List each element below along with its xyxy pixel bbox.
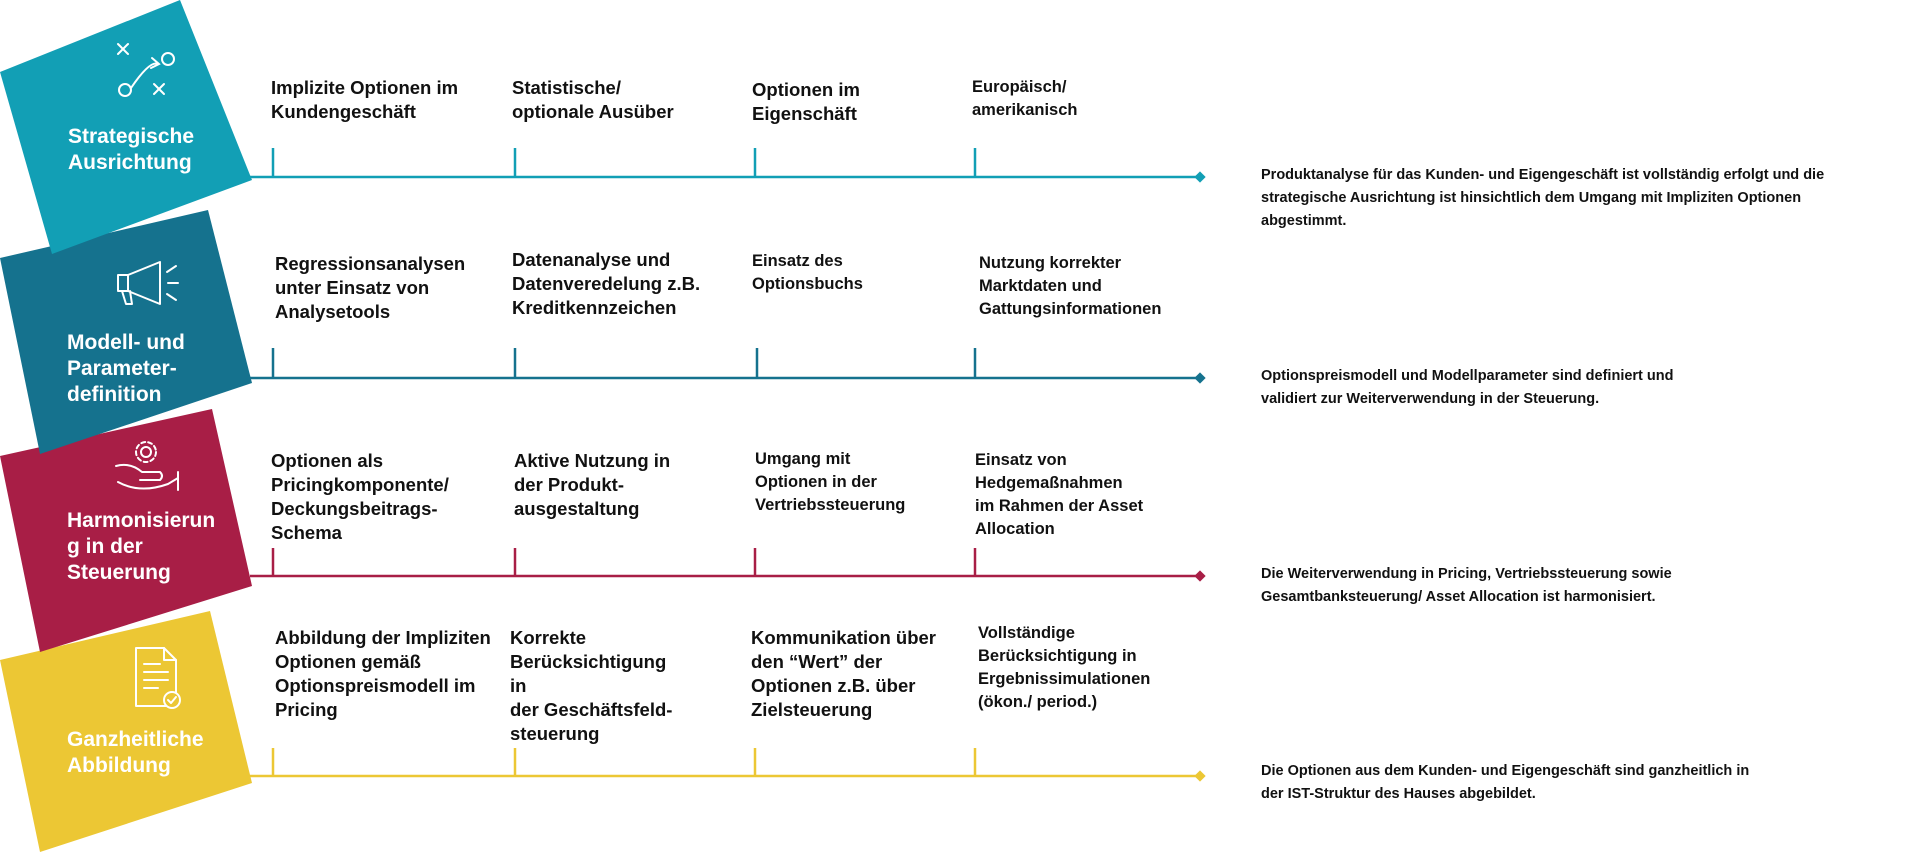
tile-label-ganzheitliche-abbildung: Ganzheitliche Abbildung	[67, 728, 204, 777]
milestone-text: Datenanalyse und Datenveredelung z.B. Kr…	[512, 249, 701, 318]
milestone-text: Korrekte Berücksichtigung in der Geschäf…	[510, 627, 673, 744]
tile-label-strategische-ausrichtung: Strategische Ausrichtung	[68, 125, 195, 174]
timeline-row-2	[250, 348, 1206, 384]
milestone-text: Kommunikation über den “Wert” der Option…	[751, 627, 937, 720]
tile-harmonisierung	[0, 409, 252, 652]
tile-background	[0, 611, 252, 852]
timeline-end-diamond	[1194, 770, 1206, 782]
strategy-play-icon	[117, 43, 175, 97]
milestone-text: Vollständige Berücksichtigung in Ergebni…	[978, 624, 1151, 711]
document-check-icon	[135, 647, 181, 709]
milestone-text: Regressionsanalysen unter Einsatz von An…	[275, 253, 466, 322]
tile-modell-parameter	[0, 210, 252, 454]
timeline-row-4	[250, 748, 1206, 782]
milestone-text: Umgang mit Optionen in der Vertriebssteu…	[755, 450, 906, 514]
tile-ganzheitliche-abbildung	[0, 611, 252, 852]
tile-label-harmonisierung: Harmonisierun g in der Steuerung	[67, 509, 216, 584]
milestone-text: Nutzung korrekter Marktdaten und Gattung…	[979, 254, 1162, 318]
result-text-harmonisierung: Die Weiterverwendung in Pricing, Vertrie…	[1261, 566, 1672, 605]
result-text-modell-parameter: Optionspreismodell und Modellparameter s…	[1261, 368, 1674, 407]
tile-background	[0, 409, 252, 652]
milestone-text: Einsatz des Optionsbuchs	[752, 252, 863, 293]
timeline-row-3	[250, 548, 1206, 582]
timeline-end-diamond	[1194, 570, 1206, 582]
result-text-ganzheitliche-abbildung: Die Optionen aus dem Kunden- und Eigenge…	[1261, 763, 1750, 802]
milestone-text: Europäisch/ amerikanisch	[972, 78, 1078, 119]
milestone-text: Abbildung der Impliziten Optionen gemäß …	[275, 627, 491, 720]
hand-gear-icon	[115, 441, 179, 491]
milestone-text: Optionen als Pricingkomponente/ Deckungs…	[271, 450, 449, 543]
milestone-text: Statistische/ optionale Ausüber	[512, 77, 674, 122]
milestone-text: Einsatz von Hedgemaßnahmen im Rahmen der…	[975, 451, 1144, 538]
tile-background	[0, 0, 252, 254]
milestone-text: Implizite Optionen im Kundengeschäft	[271, 77, 459, 122]
timeline-end-diamond	[1194, 372, 1206, 384]
milestone-text: Aktive Nutzung in der Produkt- ausgestal…	[514, 450, 671, 519]
megaphone-icon	[117, 261, 179, 305]
milestone-text: Optionen im Eigenschäft	[752, 79, 860, 124]
tile-label-modell-parameter: Modell- und Parameter- definition	[67, 331, 185, 406]
result-text-strategische-ausrichtung: Produktanalyse für das Kunden- und Eigen…	[1261, 167, 1825, 229]
tile-strategische-ausrichtung	[0, 0, 252, 254]
timeline-end-diamond	[1194, 171, 1206, 183]
tile-background	[0, 210, 252, 454]
timeline-row-1	[250, 148, 1206, 183]
